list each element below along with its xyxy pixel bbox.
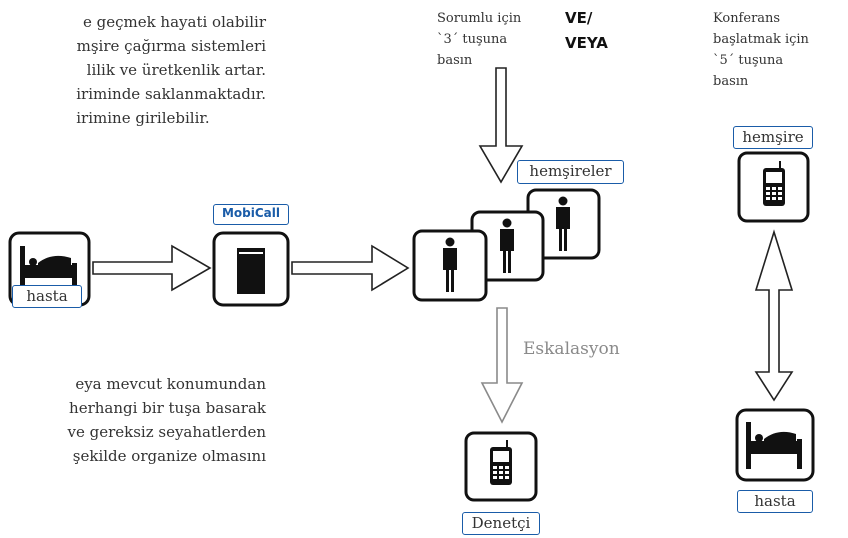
intro-line: iriminde saklanmaktadır.	[76, 85, 266, 103]
nurse-card-back	[526, 188, 601, 260]
double-arrow-icon	[754, 229, 794, 402]
description-paragraph: eya mevcut konumundan herhangi bir tuşa …	[67, 372, 266, 468]
arrow-down-icon	[478, 67, 524, 184]
escalation-arrow-icon	[480, 307, 524, 424]
note-line: basın	[713, 74, 749, 89]
supervisor-label: Denetçi	[462, 512, 540, 535]
note-line: Konferans	[713, 11, 781, 26]
note-line: Sorumlu için	[437, 11, 522, 26]
intro-paragraph: e geçmek hayati olabilir mşire çağırma s…	[76, 10, 266, 130]
and-or-connector: VE/ VEYA	[565, 6, 608, 56]
bed-icon	[735, 408, 815, 482]
intro-line: lilik ve üretkenlik artar.	[86, 61, 266, 79]
mobile-phone-icon	[737, 151, 810, 223]
server-icon	[212, 231, 290, 307]
patient-label: hasta	[12, 285, 82, 308]
mobicall-label: MobiCall	[213, 204, 289, 225]
nurse-card-middle	[470, 210, 545, 282]
person-icon	[500, 218, 514, 273]
arrow-right-icon	[291, 244, 410, 292]
note-line: `3´ tuşuna	[437, 32, 508, 47]
intro-line: mşire çağırma sistemleri	[76, 37, 266, 55]
arrow-right-icon	[92, 244, 212, 292]
nurse-label: hemşire	[733, 126, 813, 149]
nurses-label: hemşireler	[517, 160, 624, 184]
note-line: `5´ tuşuna	[713, 53, 784, 68]
patient-label: hasta	[737, 490, 813, 513]
note-line: başlatmak için	[713, 32, 809, 47]
description-line: eya mevcut konumundan	[75, 375, 266, 393]
conference-note: Konferans başlatmak için `5´ tuşuna bası…	[713, 8, 809, 92]
description-line: şekilde organize olmasını	[72, 447, 266, 465]
mobile-phone-icon	[464, 431, 538, 502]
intro-line: e geçmek hayati olabilir	[82, 13, 266, 31]
person-icon	[443, 237, 457, 292]
intro-line: irimine girilebilir.	[76, 109, 210, 127]
description-line: ve gereksiz seyahatlerden	[67, 423, 266, 441]
connector-line: VEYA	[565, 34, 608, 52]
note-line: basın	[437, 53, 473, 68]
connector-line: VE/	[565, 9, 593, 27]
description-line: herhangi bir tuşa basarak	[69, 399, 266, 417]
escalation-label: Eskalasyon	[523, 339, 620, 359]
person-icon	[556, 196, 570, 251]
nurse-card-front	[412, 229, 488, 302]
responsible-note: Sorumlu için `3´ tuşuna basın	[437, 8, 521, 71]
